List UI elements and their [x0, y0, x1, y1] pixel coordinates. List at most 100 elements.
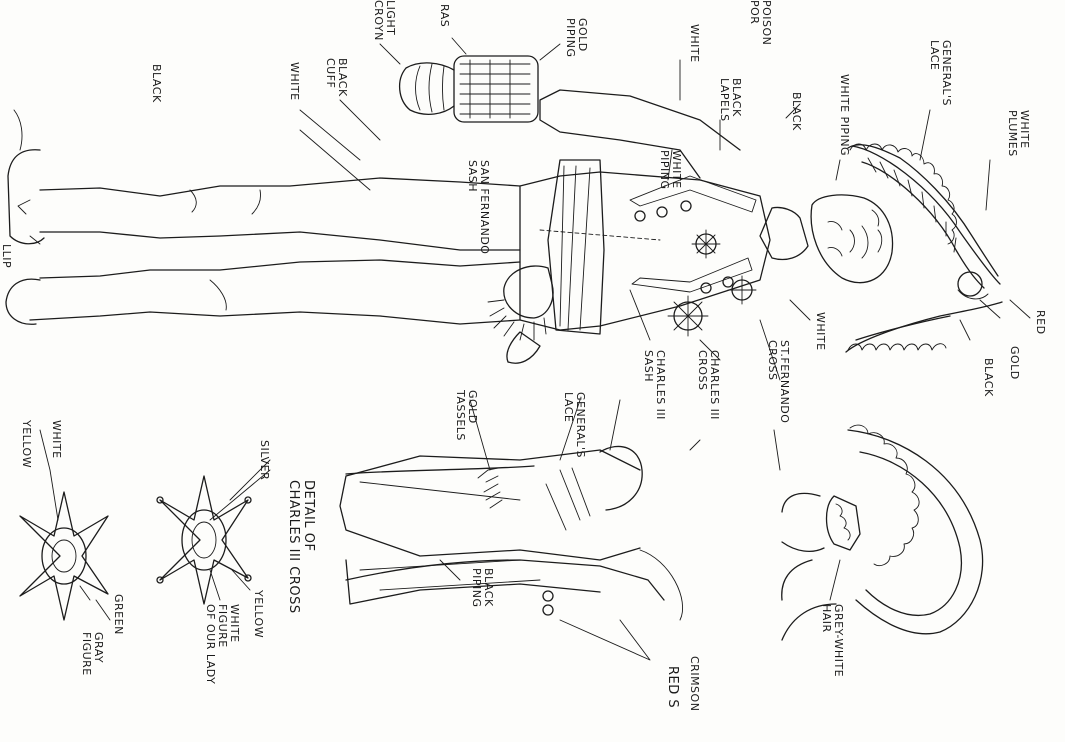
label-white-piping-lapel: WHITE PIPING — [658, 150, 682, 190]
coat-button — [681, 201, 691, 211]
label-green: GREEN — [112, 594, 124, 635]
label-silver: SILVER — [258, 440, 270, 480]
figure-leg-upper — [40, 178, 520, 196]
sash-tassel — [507, 332, 540, 363]
leader — [830, 560, 840, 600]
leader — [96, 600, 110, 620]
label-charles-iii-sash: CHARLES III SASH — [642, 350, 666, 420]
san-fernando-sash-band — [548, 160, 604, 334]
hat-side-scallops — [850, 425, 919, 565]
label-gold-piping-cuff: GOLD PIPING — [564, 18, 588, 58]
label-black-hat: BLACK — [982, 358, 994, 397]
sash-folds — [560, 166, 590, 330]
label-white-figure: WHITE FIGURE OF OUR LADY — [204, 604, 240, 684]
leader — [1010, 300, 1030, 318]
label-black-cuff: BLACK CUFF — [324, 58, 348, 97]
figure-head — [811, 195, 892, 283]
label-white-piping-collar: WHITE PIPING — [838, 74, 850, 156]
back-tassels — [478, 468, 502, 508]
label-white-cuff: WHITE — [288, 62, 300, 101]
cuff-lace-stripes — [460, 60, 530, 118]
sash-knot — [504, 266, 553, 318]
figure-face — [828, 221, 868, 258]
label-white-left: WHITE — [50, 420, 62, 459]
leader — [540, 230, 660, 240]
knee-creases — [190, 190, 261, 310]
leader — [790, 300, 810, 320]
coat-button — [657, 207, 667, 217]
hat-side-wig-curls — [836, 504, 850, 540]
label-red-sash: RED S — [665, 666, 680, 708]
leader — [380, 44, 400, 64]
leader — [690, 440, 700, 450]
back-button — [543, 591, 553, 601]
figure-boot-upper — [8, 150, 44, 244]
hand-fingers — [416, 64, 445, 112]
label-black-piping: BLACK PIPING — [470, 568, 494, 608]
label-partial-bottom-left: LLIP — [0, 244, 12, 268]
hat-side-left — [782, 493, 824, 551]
leader — [232, 570, 250, 590]
cross-oval-lower — [42, 528, 86, 584]
leader — [610, 400, 620, 450]
figure-hand — [400, 63, 454, 114]
leader — [836, 160, 840, 180]
label-yellow-right: YELLOW — [252, 590, 264, 638]
label-black-lapels: BLACK LAPELS — [718, 78, 742, 122]
hat-side-view — [782, 425, 983, 640]
hat-cockade-detail — [958, 290, 988, 299]
label-yellow-left: YELLOW — [20, 420, 32, 468]
cross-detail-lower — [20, 492, 108, 620]
cross-oval-inner-lower — [52, 540, 76, 572]
figure-coat-body — [520, 172, 770, 330]
label-st-fernando-cross: ST.FERNANDO CROSS — [766, 340, 790, 423]
leader — [80, 586, 90, 600]
label-poison-por: POISON POR — [748, 0, 772, 45]
figure-boot-lower — [6, 279, 40, 324]
figure-leg-lower — [40, 260, 520, 278]
leader — [920, 110, 930, 160]
figure-leg-upper-lower-edge — [40, 232, 520, 250]
charles-iii-cross-rays — [668, 296, 708, 336]
boot-spur — [18, 200, 40, 244]
label-generals-lace-hat: GENERAL'S LACE — [928, 40, 952, 106]
figure-cuff — [454, 56, 538, 122]
hat-brim-inner — [862, 162, 984, 288]
leader-lines — [40, 38, 1030, 660]
leader — [340, 100, 380, 140]
leader — [452, 38, 466, 54]
figure-lapel-bottom — [632, 258, 752, 292]
figure-left-edge-curve — [14, 110, 22, 150]
back-button — [543, 605, 553, 615]
hat-side-outer — [848, 430, 983, 634]
leader — [540, 44, 560, 60]
coat-back-tail-bottom — [346, 560, 664, 600]
coat-back-piping — [360, 482, 540, 590]
back-tail-curve — [640, 550, 683, 620]
cross-oval-upper — [182, 510, 226, 570]
label-gray-figure: GRAY FIGURE — [80, 632, 104, 676]
label-gold-tassels: GOLD TASSELS — [454, 390, 478, 441]
leader — [560, 620, 650, 660]
coat-back-outline — [340, 450, 640, 560]
hat-cockade — [958, 272, 982, 296]
label-detail-title: DETAIL OF CHARLES III CROSS — [286, 480, 316, 614]
figure-leg-lower-edge — [30, 312, 520, 324]
figure-sleeve — [540, 90, 740, 178]
hat-side-wig — [827, 496, 861, 550]
collar-cross-rays — [692, 230, 720, 258]
label-crimson: CRIMSON — [688, 656, 700, 711]
label-gold-hat: GOLD — [1008, 346, 1020, 380]
coat-back-collar — [600, 446, 642, 510]
label-white-plumes: WHITE PLUMES — [1006, 110, 1030, 157]
label-generals-lace-back: GENERAL'S LACE — [562, 392, 586, 458]
figure-hair — [872, 210, 882, 252]
label-light-croyn: LIGHT CROYN — [372, 0, 396, 41]
general-figure — [6, 56, 893, 363]
label-red: RED — [1034, 310, 1046, 335]
coat-button — [635, 211, 645, 221]
hat-lower-scallops — [848, 344, 946, 350]
leader — [774, 430, 780, 470]
